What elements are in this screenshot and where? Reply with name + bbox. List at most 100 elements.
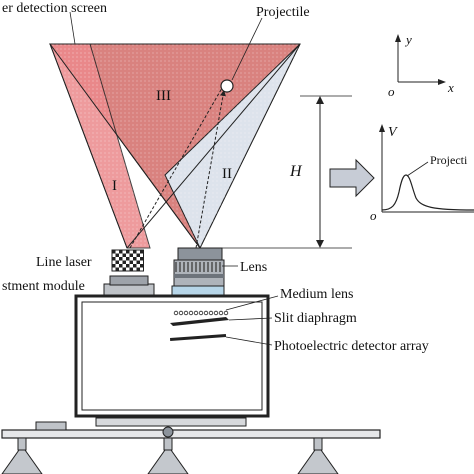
medium-lens-element (193, 310, 199, 316)
laser-checker-cell (115, 264, 119, 268)
laser-checker-cell (136, 264, 140, 268)
laser-checker-cell (119, 250, 123, 254)
laser-checker-cell (115, 250, 119, 254)
laser-checker-cell (112, 257, 116, 261)
medium-lens-element (183, 310, 189, 316)
detector-array-label: Photoelectric detector array (274, 339, 429, 354)
medium-lens-element (223, 310, 229, 316)
medium-lens-element (213, 310, 219, 316)
laser-checker-cell (119, 253, 123, 257)
laser-ray-right (126, 43, 301, 249)
height-arrow-up (316, 96, 324, 104)
region-ii-texture (165, 44, 300, 248)
lens-ray-left (49, 43, 201, 249)
height-label: H (289, 163, 303, 180)
signal-curve-label: Projecti (430, 153, 468, 167)
laser-checker-cell (115, 267, 119, 271)
laser-checker-cell (119, 257, 123, 261)
laser-checker-cell (133, 257, 137, 261)
dashed-ray-lens-projectile (195, 89, 226, 249)
axis-y-label: y (404, 32, 412, 47)
laser-ray-left (49, 43, 128, 249)
laser-checker-cell (112, 267, 116, 271)
medium-lens-element (198, 310, 204, 316)
stand-foot (147, 449, 189, 474)
adjustment-module-label: stment module (2, 279, 85, 294)
laser-checker-cell (133, 267, 137, 271)
laser-checker-cell (129, 264, 133, 268)
laser-checker-cell (136, 260, 140, 264)
dashed-ray-laser-projectile (129, 87, 223, 249)
rail-clamp-left (35, 421, 67, 431)
laser-checker-cell (122, 260, 126, 264)
slit-diaphragm-icon (170, 317, 229, 326)
laser-checker-cell (133, 253, 137, 257)
rail-knob-icon (162, 426, 174, 438)
axis-x-arrow (438, 79, 446, 85)
laser-checker-cell (136, 250, 140, 254)
laser-checker-cell (126, 250, 130, 254)
laser-checker-cell (126, 253, 130, 257)
signal-curve (381, 174, 474, 211)
projectile-icon (220, 79, 234, 93)
laser-checker-cell (133, 250, 137, 254)
laser-checker-cell (122, 264, 126, 268)
axis-origin-label: o (388, 84, 395, 99)
laser-checker-cell (133, 260, 137, 264)
laser-checker-cell (112, 264, 116, 268)
laser-checker-cell (119, 264, 123, 268)
laser-checker-cell (115, 253, 119, 257)
laser-checker-cell (133, 264, 137, 268)
laser-checker-cell (140, 260, 144, 264)
laser-checker-cell (136, 267, 140, 271)
detector-array-icon (169, 334, 227, 341)
stand-post (163, 437, 173, 451)
slit-diaphragm-leader (228, 317, 273, 321)
laser-box-outline (111, 249, 144, 272)
laser-checker-cell (140, 267, 144, 271)
signal-v-arrow (379, 124, 385, 132)
stand-foot (1, 449, 43, 474)
laser-checker-cell (129, 260, 133, 264)
line-laser-icon (111, 249, 144, 272)
laser-checker-cell (129, 253, 133, 257)
projectile-label: Projectile (256, 5, 310, 20)
medium-lens-element (203, 310, 209, 316)
laser-checker-cell (119, 260, 123, 264)
stand-feet (1, 437, 339, 474)
medium-lens-element (188, 310, 194, 316)
slit-diaphragm-label: Slit diaphragm (274, 311, 357, 326)
projectile-leader (231, 17, 263, 81)
lens-cap (177, 247, 223, 261)
line-laser-label: Line laser (36, 255, 92, 270)
laser-checker-cell (112, 260, 116, 264)
laser-checker-cell (119, 267, 123, 271)
axis-x-label: x (447, 80, 454, 95)
medium-lens-icon (173, 310, 229, 316)
housing-inner (81, 301, 263, 411)
laser-checker-cell (122, 253, 126, 257)
laser-checker-cell (126, 257, 130, 261)
region-iii-label: III (156, 88, 171, 104)
region-i-label: I (112, 178, 117, 194)
signal-arrow-icon (329, 158, 375, 198)
signal-origin-label: o (370, 208, 377, 223)
laser-checker-cell (140, 264, 144, 268)
stand-foot (297, 449, 339, 474)
laser-checker-cell (115, 260, 119, 264)
housing-box (74, 294, 270, 418)
laser-checker-cell (129, 250, 133, 254)
medium-lens-element (208, 310, 214, 316)
lens-band (174, 274, 224, 278)
detection-screen-label: er detection screen (2, 1, 107, 16)
medium-lens-leader (225, 295, 279, 311)
medium-lens-element (218, 310, 224, 316)
medium-lens-element (173, 310, 179, 316)
axis-y-arrow (395, 34, 401, 42)
laser-checker-cell (126, 264, 130, 268)
laser-checker-cell (140, 257, 144, 261)
lens-icon (173, 259, 225, 287)
laser-checker-cell (129, 267, 133, 271)
laser-checker-cell (112, 250, 116, 254)
